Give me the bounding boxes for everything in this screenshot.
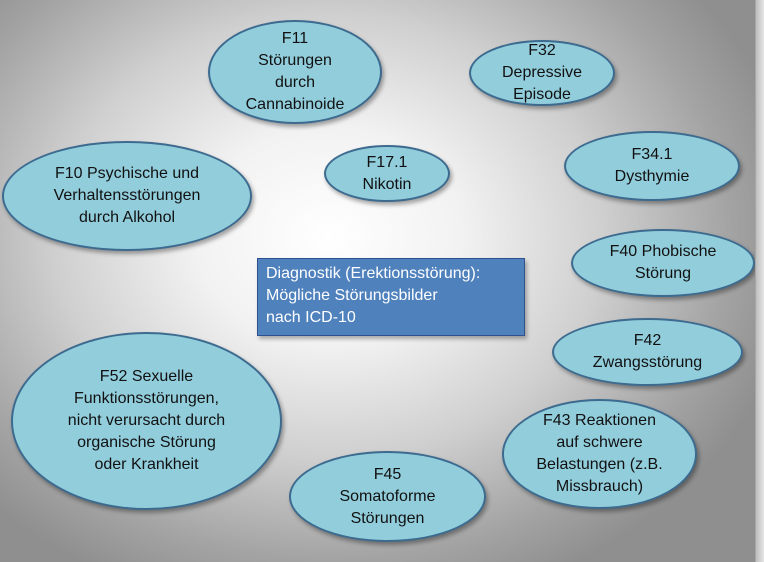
node-f17-1: F17.1 Nikotin — [324, 145, 450, 202]
node-f11-label: F11 Störungen durch Cannabinoide — [245, 30, 345, 113]
node-f42-label: F42 Zwangsstörung — [592, 332, 703, 371]
node-f43: F43 Reaktionen auf schwere Belastungen (… — [502, 399, 697, 509]
node-f32-label: F32 Depressive Episode — [501, 42, 583, 103]
node-f43-label: F43 Reaktionen auf schwere Belastungen (… — [536, 412, 663, 495]
node-f32: F32 Depressive Episode — [469, 40, 615, 106]
node-f42: F42 Zwangsstörung — [552, 318, 743, 386]
node-f34-1: F34.1 Dysthymie — [564, 131, 740, 201]
node-f40: F40 Phobische Störung — [571, 229, 755, 297]
node-f45-label: F45 Somatoforme Störungen — [339, 465, 436, 527]
node-f10: F10 Psychische und Verhaltensstörungen d… — [2, 141, 252, 251]
node-f52: F52 Sexuelle Funktionsstörungen, nicht v… — [11, 332, 282, 510]
central-topic-label: Diagnostik (Erektionsstörung): Mögliche … — [266, 265, 481, 326]
node-f40-label: F40 Phobische Störung — [609, 243, 717, 282]
node-f45: F45 Somatoforme Störungen — [289, 451, 486, 542]
node-f52-label: F52 Sexuelle Funktionsstörungen, nicht v… — [67, 368, 226, 473]
node-f34-1-label: F34.1 Dysthymie — [614, 146, 690, 185]
window-right-border — [755, 0, 764, 562]
node-f17-1-label: F17.1 Nikotin — [362, 153, 412, 193]
central-topic-box: Diagnostik (Erektionsstörung): Mögliche … — [257, 258, 525, 336]
node-f11: F11 Störungen durch Cannabinoide — [208, 20, 382, 124]
node-f10-label: F10 Psychische und Verhaltensstörungen d… — [53, 165, 201, 226]
